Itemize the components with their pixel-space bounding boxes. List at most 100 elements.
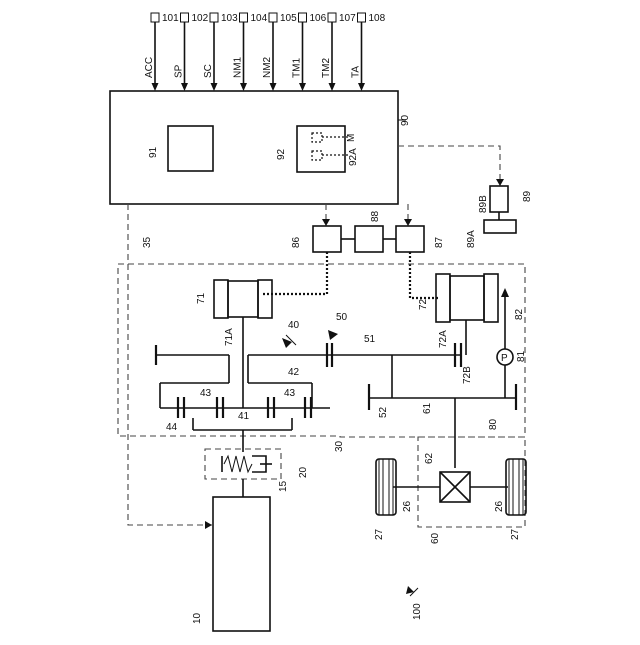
- battery-89a-ref: 89A: [466, 230, 477, 248]
- sensor-arrow: [299, 83, 306, 91]
- damper-shaft-ref: 15: [278, 480, 289, 492]
- battery-89b: [490, 186, 508, 212]
- mg1-shaft-ref: 71A: [224, 328, 235, 346]
- mg2-a-ref: 72A: [438, 330, 449, 348]
- gear-52-ref: 52: [378, 406, 389, 418]
- oil-unit-ref: 80: [488, 418, 499, 430]
- sensor-arrow: [211, 83, 218, 91]
- system-ref: 100: [412, 603, 423, 620]
- converter-88: [355, 226, 383, 252]
- mg1-body: [228, 281, 258, 317]
- mg2-b-ref: 72B: [462, 366, 473, 384]
- sensor-box: [269, 13, 277, 22]
- sensor-ref: 101: [162, 13, 179, 24]
- sensor-signal-label: NM1: [233, 56, 244, 78]
- sensor-ref: 108: [369, 13, 386, 24]
- gear-43-right-ref: 43: [284, 388, 296, 399]
- signal-to-battery: [398, 146, 500, 186]
- mg1-ref: 71: [196, 292, 207, 304]
- oil-path-ref: 82: [514, 308, 525, 320]
- block-91-ref: 91: [148, 146, 159, 158]
- sensor-box: [240, 13, 248, 22]
- sub-assembly-ref: 30: [334, 440, 345, 452]
- sensor-signal-label: ACC: [144, 57, 155, 78]
- gear-44-ref: 44: [166, 422, 178, 433]
- converter-86-ref: 86: [291, 236, 302, 248]
- case-ref: 35: [142, 236, 153, 248]
- sensor-signal-label: SC: [203, 64, 214, 78]
- converter-86: [313, 226, 341, 252]
- converter-87-ref: 87: [434, 236, 445, 248]
- memory-92a-box: [312, 151, 322, 160]
- mg2-stator-right: [484, 274, 498, 322]
- sensor-box: [210, 13, 218, 22]
- mg1-stator-right: [258, 280, 272, 318]
- signal-87-arrow: [404, 219, 412, 226]
- battery-89b-ref: 89B: [478, 195, 489, 213]
- differential-ref: 62: [424, 452, 435, 464]
- gear-43-left-ref: 43: [200, 388, 212, 399]
- sensor-box: [328, 13, 336, 22]
- converter-87: [396, 226, 424, 252]
- sensor-signal-label: TM2: [321, 58, 332, 78]
- memory-m-label: M: [346, 134, 357, 142]
- sensor-signal-label: SP: [174, 64, 185, 78]
- battery-ref: 89: [522, 190, 533, 202]
- sensor-signal-label: TA: [351, 66, 362, 78]
- controller-block-91: [168, 126, 213, 171]
- sensor-arrow: [329, 83, 336, 91]
- gear-set-ref: 40: [288, 320, 300, 331]
- wheel-right-ref: 27: [510, 528, 521, 540]
- sensor-ref: 102: [192, 13, 209, 24]
- signal-to-engine: [128, 204, 212, 525]
- signal-86-arrow: [322, 219, 330, 226]
- pump-ref: 81: [516, 350, 527, 362]
- converter-88-ref: 88: [370, 210, 381, 222]
- oil-path-arrow: [501, 288, 509, 297]
- wheel-right: [506, 459, 526, 515]
- sensor-arrow: [358, 83, 365, 91]
- sensor-signal-label: NM2: [262, 56, 273, 78]
- engine-signal-arrow: [205, 521, 212, 529]
- axle-right-ref: 26: [494, 500, 505, 512]
- wheel-left-ref: 27: [374, 528, 385, 540]
- mg2-ref: 72: [418, 298, 429, 310]
- sensor-arrow: [240, 83, 247, 91]
- memory-m-box: [312, 133, 322, 142]
- mg2-body: [450, 276, 484, 320]
- sensor-arrow: [152, 83, 159, 91]
- sensor-box: [151, 13, 159, 22]
- sensor-ref: 106: [310, 13, 327, 24]
- sensor-ref: 105: [280, 13, 297, 24]
- memory-92a-label: 92A: [348, 148, 359, 166]
- pump-symbol: P: [501, 353, 508, 364]
- gear-42-ref: 42: [288, 367, 300, 378]
- drive-unit-ref: 60: [430, 532, 441, 544]
- sensor-arrow: [181, 83, 188, 91]
- counter-unit-arrow: [328, 330, 338, 340]
- damper-spring: [224, 456, 252, 472]
- axle-left-ref: 26: [402, 500, 413, 512]
- sensor-arrow: [270, 83, 277, 91]
- sensor-ref: 107: [339, 13, 356, 24]
- counter-unit-ref: 50: [336, 312, 348, 323]
- sensor-ref: 104: [251, 13, 268, 24]
- mg1-stator-left: [214, 280, 228, 318]
- battery-signal-arrow: [496, 179, 504, 186]
- wheel-left: [376, 459, 396, 515]
- engine-ref: 10: [192, 612, 203, 624]
- block-92-ref: 92: [276, 148, 287, 160]
- counter-shaft-ref: 51: [364, 334, 376, 345]
- sensor-box: [299, 13, 307, 22]
- sensor-ref: 103: [221, 13, 238, 24]
- engine-10: [213, 497, 270, 631]
- sensor-signal-label: TM1: [292, 58, 303, 78]
- sensor-box: [181, 13, 189, 22]
- damper-ref: 20: [298, 466, 309, 478]
- final-gear-ref: 61: [422, 402, 433, 414]
- sensor-box: [358, 13, 366, 22]
- mg2-stator-left: [436, 274, 450, 322]
- battery-89a: [484, 220, 516, 233]
- shaft-41-ref: 41: [238, 411, 250, 422]
